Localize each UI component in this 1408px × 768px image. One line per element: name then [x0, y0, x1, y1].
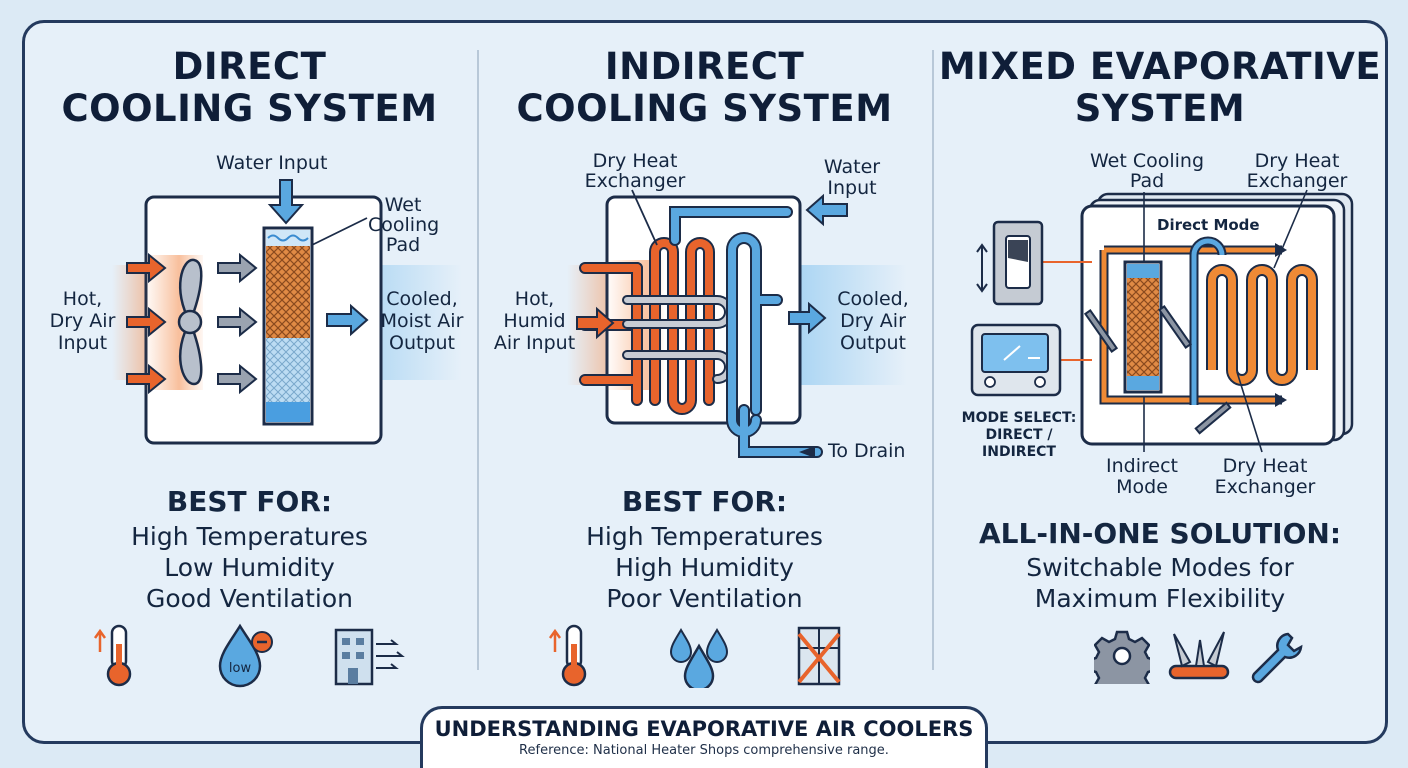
water-input-arrow	[267, 179, 305, 225]
mixed-evaporative-column: MIXED EVAPORATIVE SYSTEM	[932, 0, 1388, 768]
gear-icon	[1094, 630, 1150, 684]
indirect-input-label-2: Humid	[503, 310, 566, 332]
footer-banner: UNDERSTANDING EVAPORATIVE AIR COOLERS Re…	[420, 706, 988, 768]
fan-icon	[177, 258, 203, 386]
water-drop-low-icon: low	[218, 623, 273, 688]
column-divider	[477, 50, 479, 670]
direct-best-item: High Temperatures	[131, 522, 368, 551]
direct-output-label-1: Cooled,	[386, 288, 458, 310]
pad-label-1: Wet Cooling	[1089, 150, 1205, 172]
bottom-exchanger-label-1: Dry Heat	[1222, 455, 1308, 477]
cool-air-output-arrow	[326, 303, 369, 337]
indirect-input-label-1: Hot,	[514, 288, 555, 310]
indirect-best-item: High Temperatures	[586, 522, 823, 551]
wet-cooling-pad	[262, 226, 314, 426]
airflow-arrows	[217, 252, 258, 395]
water-input-label-1: Water	[823, 156, 881, 178]
direct-title-line2: COOLING SYSTEM	[61, 87, 438, 130]
indirect-title-line2: COOLING SYSTEM	[516, 87, 893, 130]
hot-air-arrows	[576, 306, 615, 340]
low-badge: low	[229, 661, 252, 676]
mixed-title-line2: SYSTEM	[1074, 87, 1246, 130]
solution-line: Switchable Modes for	[1026, 553, 1294, 582]
water-drops-icon	[669, 628, 729, 688]
mode-select-label-1: MODE SELECT:	[961, 410, 1077, 426]
mixed-title-line1: MIXED EVAPORATIVE	[938, 45, 1382, 88]
wet-pad-label-1: Wet	[384, 194, 422, 216]
direct-input-label-3: Input	[57, 332, 108, 354]
banner-title: UNDERSTANDING EVAPORATIVE AIR COOLERS	[434, 717, 974, 741]
cool-air-output-arrow	[788, 301, 827, 335]
direct-cooling-diagram	[112, 179, 462, 445]
indirect-input-label-3: Air Input	[493, 332, 576, 354]
indirect-cooling-diagram	[567, 189, 907, 458]
blocked-window-icon	[797, 626, 841, 686]
direct-output-label-2: Moist Air	[380, 310, 464, 332]
drain-label: To Drain	[828, 440, 906, 462]
drain-arrow	[799, 446, 815, 458]
indirect-cooling-column: INDIRECT COOLING SYSTEM	[477, 0, 932, 768]
building-wind-icon	[334, 628, 405, 686]
toggle-switch-icon	[976, 220, 1044, 306]
indirect-output-label-2: Dry Air	[840, 310, 906, 332]
wet-cooling-pad	[1123, 260, 1163, 394]
heat-exchanger-coils	[579, 206, 823, 458]
water-input-label: Water Input	[216, 152, 328, 174]
indirect-best-item: High Humidity	[615, 553, 794, 582]
bottom-exchanger-label-2: Exchanger	[1214, 476, 1316, 498]
control-panel-icon	[970, 323, 1062, 397]
direct-mode-label: Direct Mode	[1157, 216, 1260, 234]
indirect-best-for-heading: BEST FOR:	[621, 485, 788, 518]
thermometer-icon	[93, 624, 132, 687]
direct-best-for-heading: BEST FOR:	[166, 485, 333, 518]
damper-icon	[1083, 305, 1232, 435]
wet-pad-label-3: Pad	[385, 234, 421, 256]
indirect-best-item: Poor Ventilation	[606, 584, 803, 613]
direct-best-item: Good Ventilation	[145, 584, 354, 613]
direct-output-label-3: Output	[389, 332, 455, 354]
indirect-mode-label-1: Indirect	[1106, 455, 1178, 477]
solution-line: Maximum Flexibility	[1034, 584, 1286, 613]
multitool-icon	[1168, 631, 1230, 680]
banner-reference: Reference: National Heater Shops compreh…	[519, 743, 889, 758]
mixed-evaporative-diagram	[970, 189, 1354, 453]
wrench-icon	[1251, 632, 1303, 684]
indirect-output-label-1: Cooled,	[837, 288, 909, 310]
heat-exchanger-coils	[1206, 264, 1318, 386]
indirect-output-label-3: Output	[840, 332, 906, 354]
pad-label-2: Pad	[1129, 170, 1165, 192]
heat-exchanger-label-1: Dry Heat	[592, 150, 678, 172]
water-input-label-2: Input	[827, 177, 877, 199]
column-divider	[932, 50, 934, 670]
direct-input-label-2: Dry Air	[49, 310, 116, 332]
direct-input-label-1: Hot,	[62, 288, 103, 310]
direct-title-line1: DIRECT	[172, 45, 327, 88]
hot-air-arrows	[126, 252, 167, 395]
direct-best-item: Low Humidity	[164, 553, 335, 582]
water-input-arrow	[805, 193, 848, 227]
mode-select-label-3: INDIRECT	[982, 444, 1056, 460]
top-exchanger-label-2: Exchanger	[1246, 170, 1348, 192]
indirect-mode-path	[1191, 238, 1225, 405]
mode-select-label-2: DIRECT /	[985, 427, 1053, 443]
indirect-mode-label-2: Mode	[1116, 476, 1168, 498]
direct-cooling-column: DIRECT COOLING SYSTEM	[22, 0, 477, 768]
thermometer-icon	[548, 624, 587, 687]
indirect-title-line1: INDIRECT	[604, 45, 805, 88]
solution-heading: ALL-IN-ONE SOLUTION:	[978, 517, 1342, 550]
heat-exchanger-label-2: Exchanger	[584, 170, 686, 192]
top-exchanger-label-1: Dry Heat	[1254, 150, 1340, 172]
wet-pad-label-2: Cooling	[368, 214, 440, 236]
